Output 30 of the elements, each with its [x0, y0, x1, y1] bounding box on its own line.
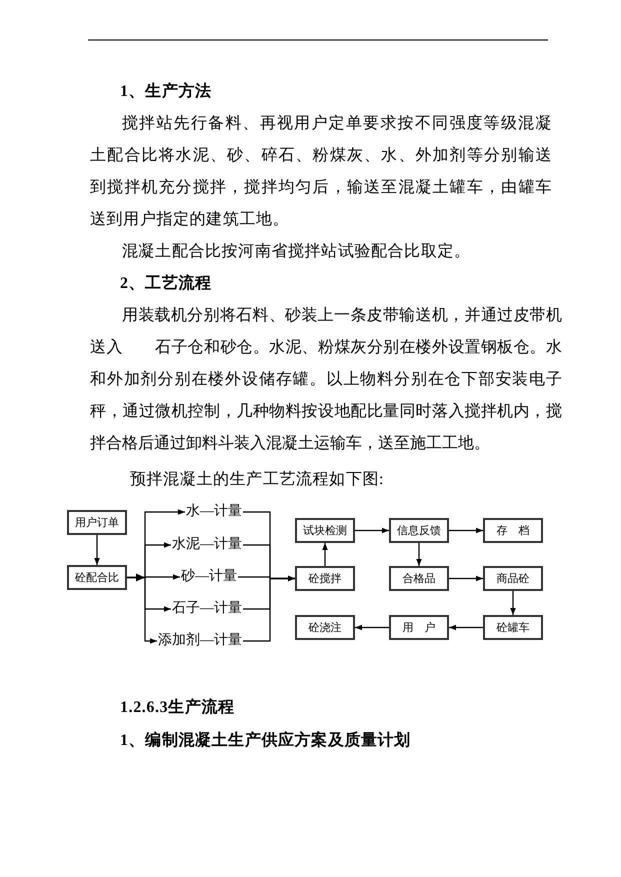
process-box: 砼配合比	[67, 565, 127, 590]
process-box: 试块检测	[295, 518, 355, 543]
process-box: 商品砼	[483, 566, 543, 591]
bracket-connector	[243, 576, 295, 642]
arrow	[510, 591, 516, 615]
process-box: 用户订单	[67, 510, 127, 535]
process-box: 合格品	[389, 566, 449, 591]
diagram-caption: 预拌混凝土的生产工艺流程如下图:	[130, 470, 386, 490]
arrow	[416, 543, 422, 566]
process-box: 存 档	[483, 518, 543, 543]
process-box: 用 户	[389, 615, 449, 640]
process-box: 砼浇注	[295, 615, 355, 640]
arrow	[322, 543, 328, 566]
arrow	[449, 576, 483, 582]
section-heading: 1.2.6.3生产流程	[120, 697, 236, 718]
paragraph: 用装载机分别将石料、砂装上一条皮带输送机，并通过皮带机送入 石子仓和砂仓。水泥、粉煤灰分别在楼外设置钢板仓。水和外加剂分别在楼外设储存罐。以上物料分别在仓下部安装电子秤，通过微机控制，几种物料按设地配比量同时落入搅拌机内，搅拌合格后通过卸料斗装入混凝土运输车，送至施工工地。	[90, 306, 562, 454]
section-heading: 1、生产方法	[120, 81, 213, 102]
section-heading: 2、工艺流程	[120, 273, 213, 294]
arrow	[355, 624, 389, 630]
process-box: 砼搅拌	[295, 566, 355, 591]
arrow	[94, 535, 100, 565]
process-box: 信息反馈	[389, 518, 449, 543]
process-box: 砼罐车	[483, 615, 543, 640]
bracket-connector	[127, 576, 157, 644]
paragraph: 搅拌站先行备料、再视用户定单要求按不同强度等级混凝土配合比将水泥、砂、碎石、粉煤灰、水、外加剂等分别输送到搅拌机充分搅拌，搅拌均匀后，输送至混凝土罐车，由罐车送到用户指定的建筑工地。	[90, 114, 552, 230]
arrow	[449, 624, 483, 630]
section-heading: 1、编制混凝土生产供应方案及质量计划	[120, 730, 412, 751]
arrow	[355, 528, 389, 534]
arrow	[449, 528, 483, 534]
paragraph: 混凝土配合比按河南省搅拌站试验配合比取定。	[121, 242, 472, 262]
